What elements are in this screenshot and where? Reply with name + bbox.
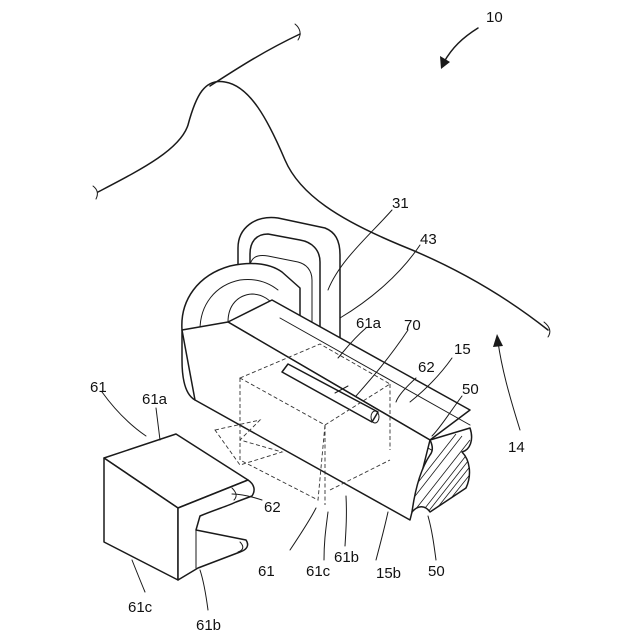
label-61c-mid: 61c xyxy=(306,563,331,580)
label-61a-top: 61a xyxy=(356,315,382,332)
label-15b: 15b xyxy=(376,565,401,582)
label-61-top: 61 xyxy=(90,379,107,396)
label-61a-left: 61a xyxy=(142,391,168,408)
label-50-bottom: 50 xyxy=(428,563,445,580)
label-15: 15 xyxy=(454,341,471,358)
label-31: 31 xyxy=(392,195,409,212)
label-61b-mid: 61b xyxy=(334,549,359,566)
label-10: 10 xyxy=(486,9,503,26)
label-14: 14 xyxy=(508,439,525,456)
clip-61-exploded xyxy=(104,434,254,580)
label-43: 43 xyxy=(420,231,437,248)
label-70: 70 xyxy=(404,317,421,334)
label-62-top: 62 xyxy=(418,359,435,376)
label-61b-left: 61b xyxy=(196,617,221,634)
label-61c-left: 61c xyxy=(128,599,153,616)
label-50-top: 50 xyxy=(462,381,479,398)
label-61-bottom: 61 xyxy=(258,563,275,580)
label-62-left: 62 xyxy=(264,499,281,516)
